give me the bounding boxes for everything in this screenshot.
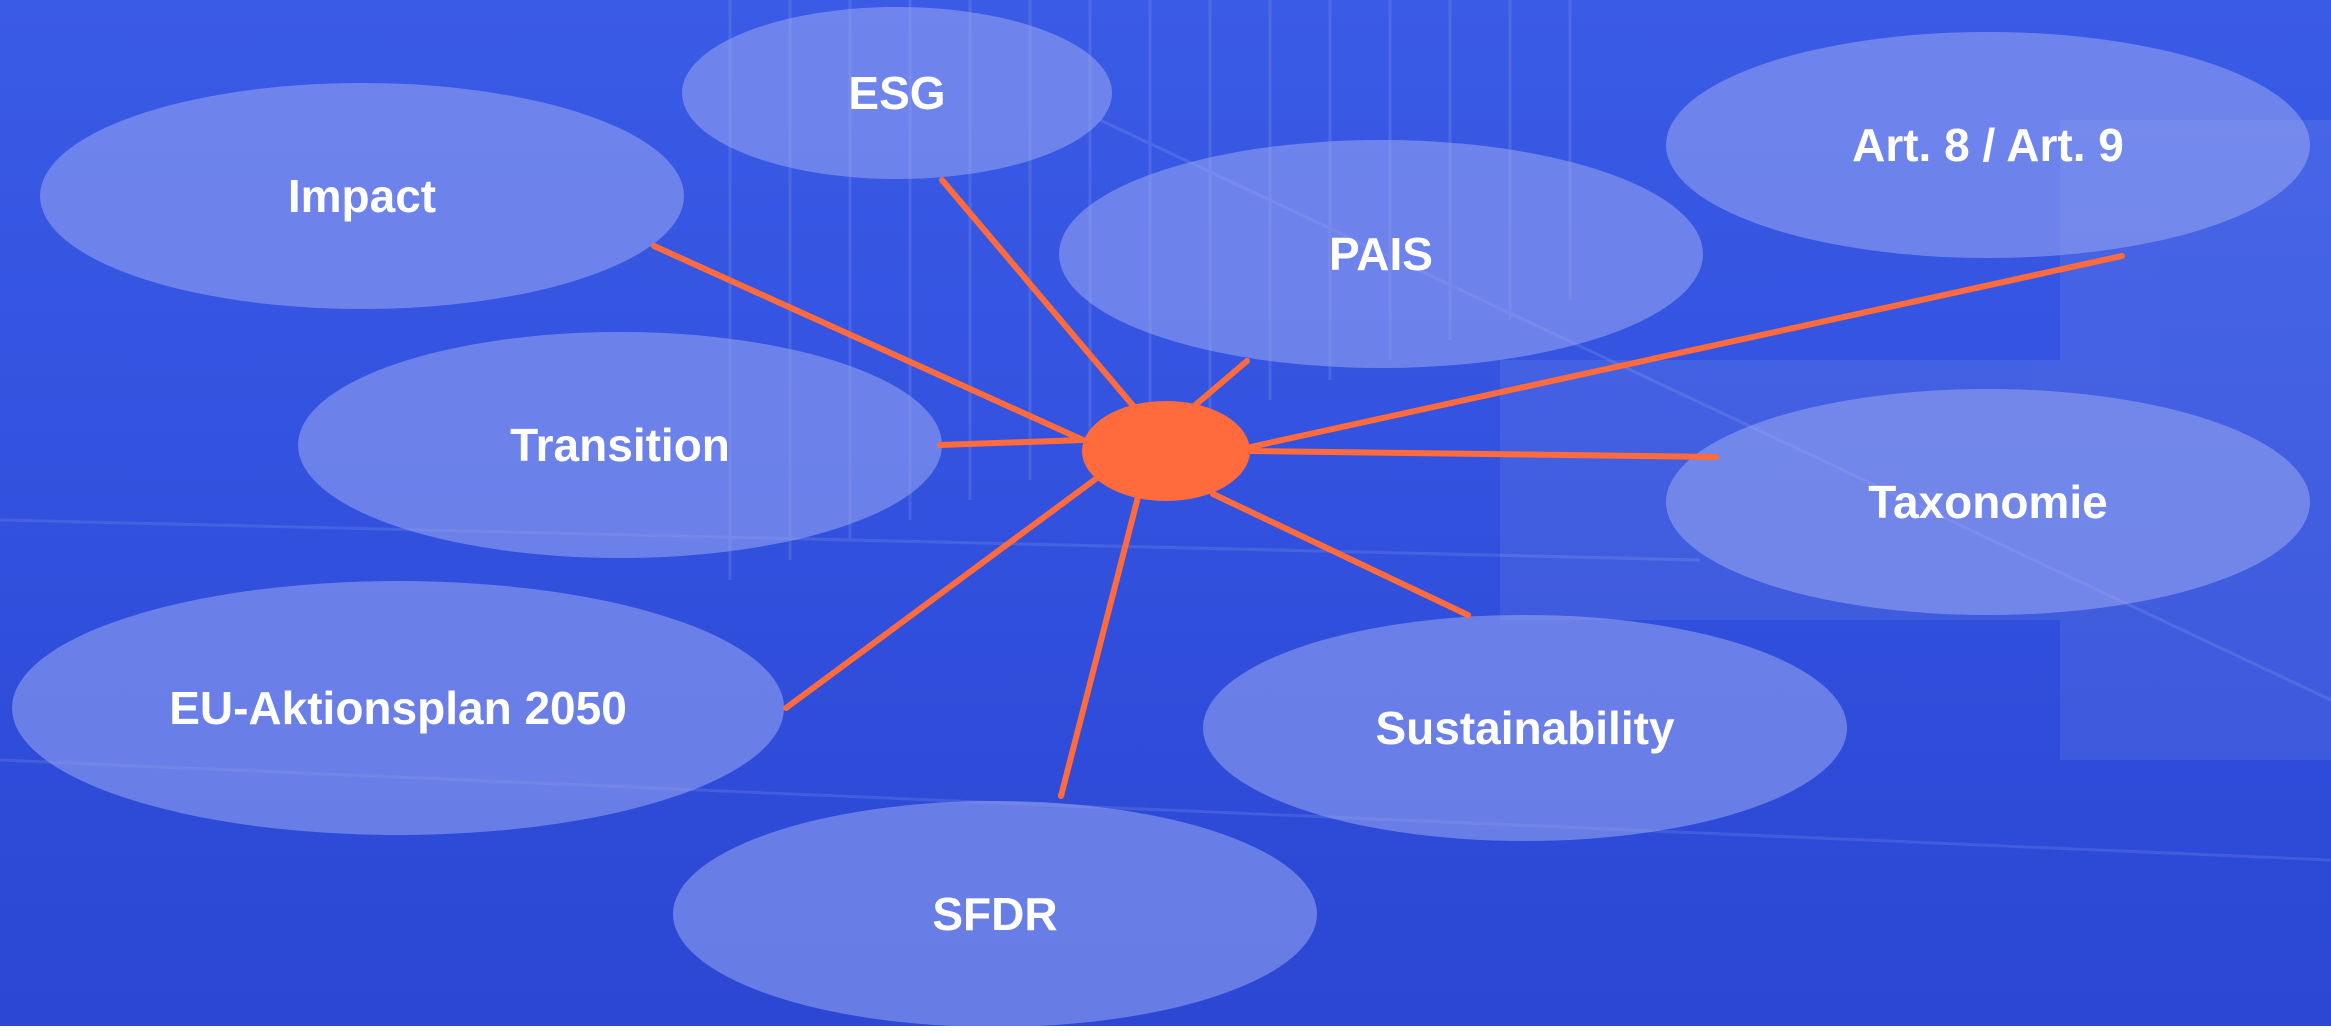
connector-eu — [783, 475, 1100, 711]
bubble-pais — [1059, 140, 1703, 368]
label-impact: Impact — [288, 170, 436, 222]
connector-taxonomie — [1247, 448, 1719, 460]
label-esg: ESG — [848, 67, 945, 119]
bubbles-layer — [12, 7, 2310, 1026]
bubble-sustainability — [1203, 615, 1847, 841]
bubble-sfdr — [673, 801, 1317, 1026]
label-eu: EU-Aktionsplan 2050 — [169, 682, 627, 734]
connectors-layer — [651, 177, 2125, 799]
label-pais: PAIS — [1329, 228, 1433, 280]
label-sfdr: SFDR — [932, 888, 1057, 940]
bubble-eu — [12, 581, 784, 835]
bubble-esg — [682, 7, 1112, 179]
label-art89: Art. 8 / Art. 9 — [1852, 119, 2124, 171]
labels-layer: ESG Impact PAIS Art. 8 / Art. 9 Transiti… — [169, 67, 2124, 940]
label-taxonomie: Taxonomie — [1868, 476, 2107, 528]
connector-impact — [651, 243, 1086, 443]
bubble-impact — [40, 83, 684, 309]
bubble-taxonomie — [1666, 389, 2310, 615]
label-sustainability: Sustainability — [1375, 702, 1674, 754]
connector-transition — [937, 437, 1086, 448]
connector-pais — [1190, 358, 1250, 410]
label-transition: Transition — [510, 419, 730, 471]
bubble-art89 — [1666, 32, 2310, 258]
center-hub — [1082, 401, 1250, 501]
connector-esg — [939, 177, 1138, 411]
connector-sustainability — [1210, 491, 1471, 618]
connector-sfdr — [1058, 494, 1141, 799]
bubble-transition — [298, 332, 942, 558]
connector-art89 — [1243, 253, 2125, 451]
